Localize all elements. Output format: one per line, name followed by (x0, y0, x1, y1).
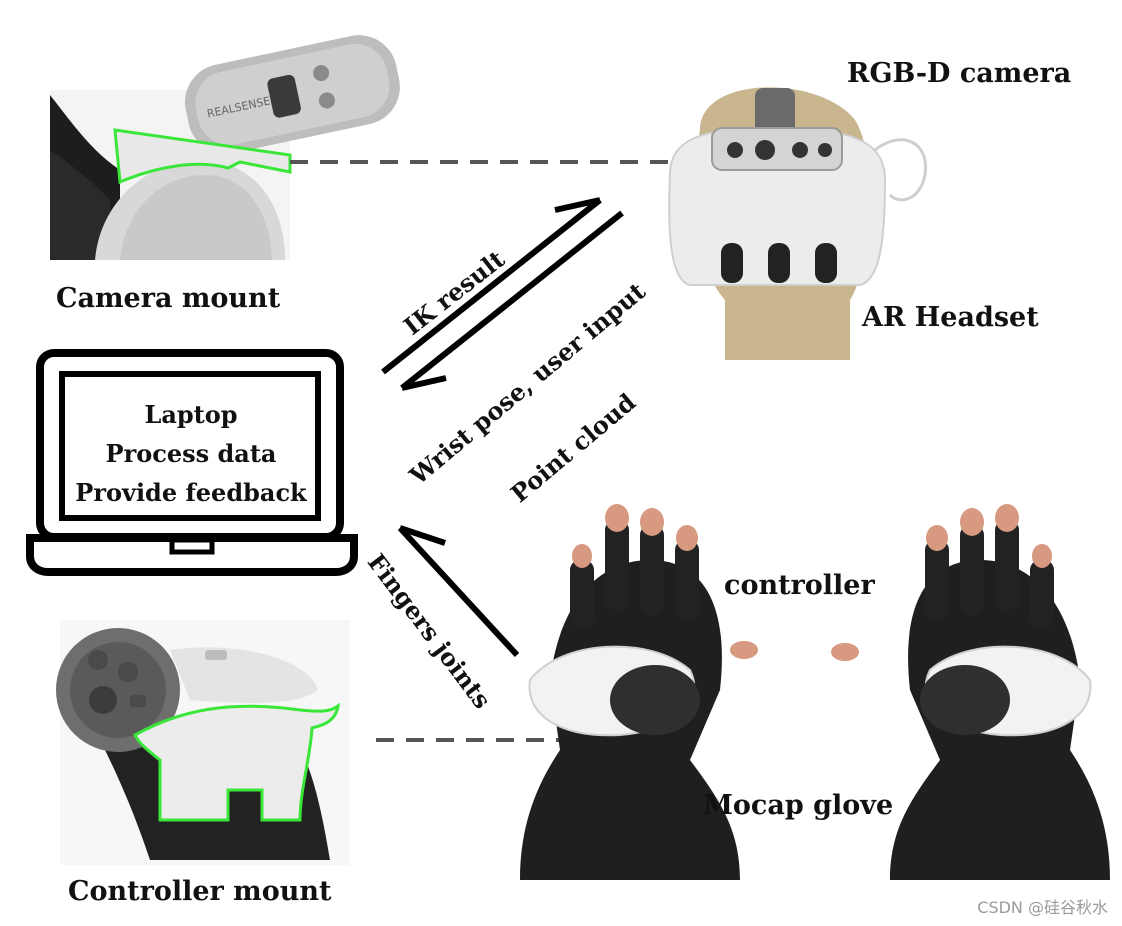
ik-result-arrowhead (554, 197, 601, 213)
finger-joints-arrow (397, 525, 520, 658)
laptop-title: Laptop (144, 400, 238, 429)
finger-joints-arrowhead (399, 525, 446, 546)
controller-mount-label: Controller mount (68, 876, 332, 907)
controller-label: controller (724, 570, 875, 601)
wrist-pose-arrow (400, 210, 624, 391)
laptop-icon (26, 349, 358, 576)
ar-headset-label: AR Headset (862, 302, 1039, 333)
right-glove-photo (831, 504, 1110, 880)
camera-mount-photo: REALSENSE (50, 35, 400, 260)
left-glove-photo (520, 504, 758, 880)
arrows (381, 197, 624, 658)
laptop-provide-feedback: Provide feedback (75, 478, 307, 507)
camera-mount-label: Camera mount (56, 283, 281, 314)
laptop-process-data: Process data (105, 439, 277, 468)
watermark: CSDN @硅谷秋水 (977, 898, 1108, 917)
mocap-glove-label: Mocap glove (703, 790, 894, 821)
rgbd-camera-label: RGB-D camera (847, 58, 1072, 89)
laptop-screen-text: Laptop Process data Provide feedback (60, 395, 322, 512)
ik-result-arrow (381, 197, 602, 375)
controller-mount-photo (56, 620, 350, 865)
wrist-pose-arrowhead (401, 375, 447, 391)
ar-headset-photo (668, 87, 927, 360)
